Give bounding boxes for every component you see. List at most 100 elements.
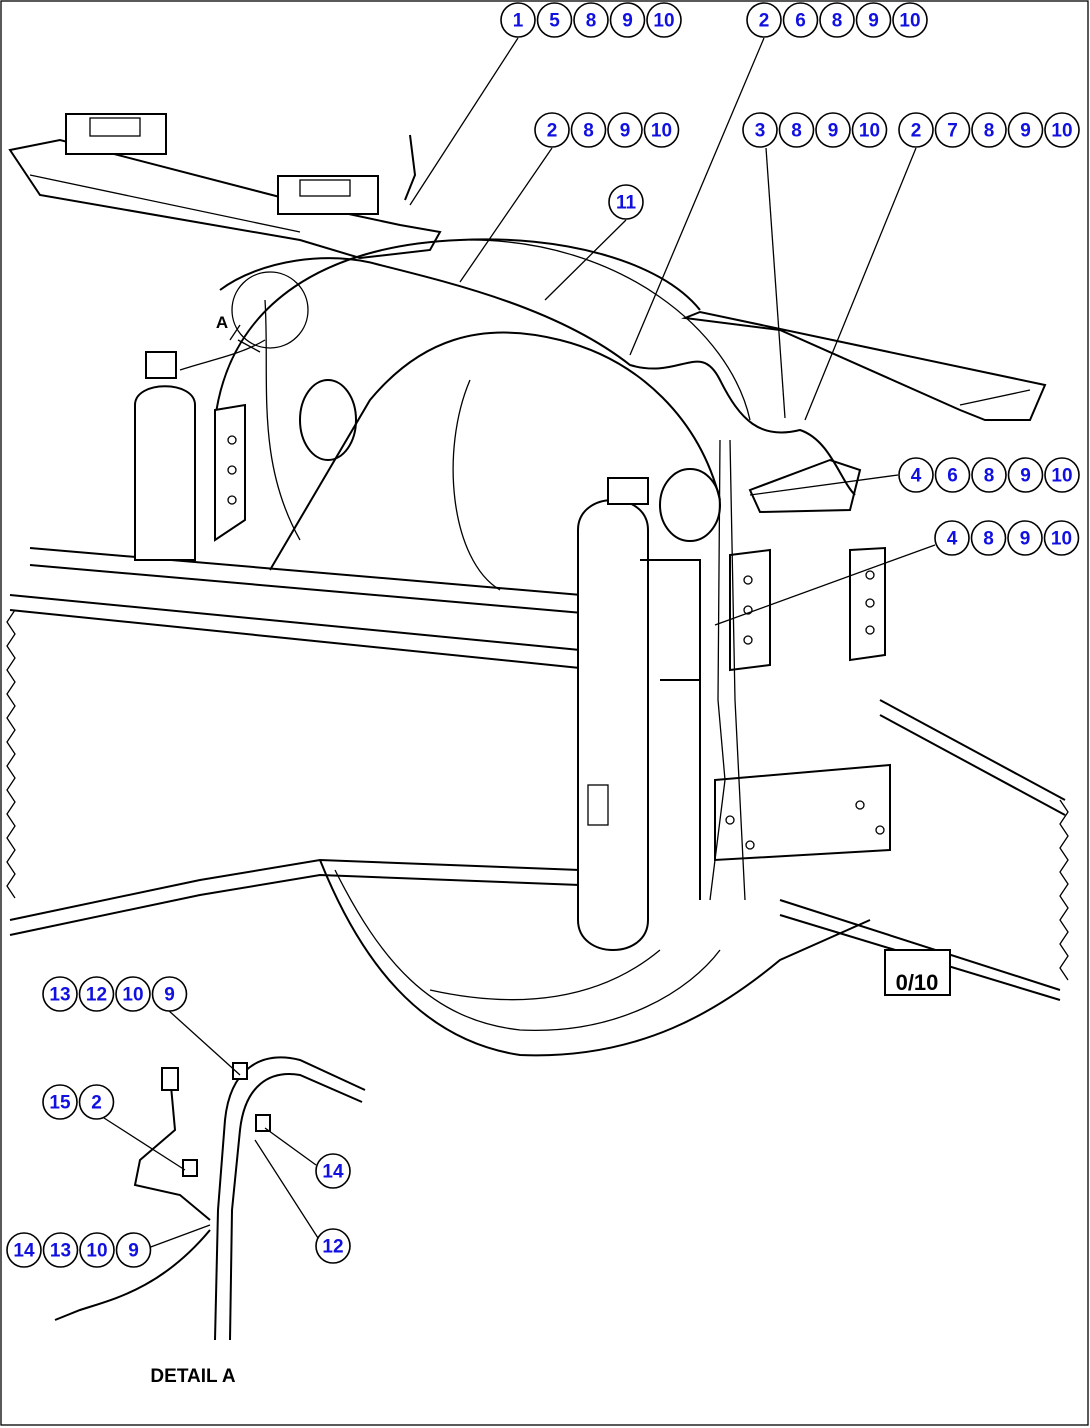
callout-circle (79, 1232, 115, 1268)
callout-circle (78, 1084, 115, 1120)
callout-circle (315, 1228, 351, 1264)
callout-group-g4: 11 (608, 184, 644, 220)
callout-circle (746, 2, 782, 38)
callout-number: 2 (759, 11, 770, 32)
callout-number: 9 (622, 11, 633, 32)
fender-arch (214, 238, 751, 591)
air-tanks (134, 351, 649, 951)
callout-number: 4 (947, 529, 958, 550)
callout-number: 8 (984, 121, 995, 142)
callout-number: 6 (947, 466, 958, 487)
callout-number: 9 (868, 11, 879, 32)
leader-lines (103, 37, 936, 1249)
callout-circle (573, 2, 609, 38)
callout-circle (1007, 457, 1044, 493)
callout-circle (570, 112, 607, 148)
callout-number: 15 (49, 1093, 71, 1114)
callout-circle (1044, 112, 1080, 148)
callout-number: 7 (947, 121, 958, 142)
callout-number: 10 (653, 11, 674, 32)
callout-circle (819, 2, 855, 38)
callout-number: 8 (791, 121, 802, 142)
callout-number: 2 (911, 121, 922, 142)
callout-number: 2 (91, 1093, 102, 1114)
callout-number: 11 (616, 193, 637, 214)
callout-number: 9 (1020, 466, 1031, 487)
callout-circle (500, 2, 536, 38)
callout-number: 6 (795, 11, 806, 32)
callout-circle (536, 2, 573, 38)
callout-circle (315, 1153, 351, 1189)
mounting-brackets (214, 403, 951, 996)
frame-rail (6, 547, 1069, 1001)
callout-circle (607, 112, 643, 148)
callout-circle (851, 112, 888, 148)
callout-number: 12 (86, 985, 107, 1006)
callout-number: 10 (122, 985, 143, 1006)
callout-number: 8 (984, 466, 995, 487)
callout-number: 2 (547, 121, 558, 142)
callout-number: 14 (13, 1241, 35, 1262)
callout-circle (42, 1232, 79, 1268)
callout-number: 9 (1020, 121, 1031, 142)
callout-number: 9 (128, 1241, 139, 1262)
callout-circle (151, 976, 188, 1012)
callout-circle (970, 520, 1007, 556)
callout-number: 10 (86, 1241, 107, 1262)
callout-number: 9 (164, 985, 175, 1006)
callout-circle (934, 112, 971, 148)
callout-number: 14 (322, 1162, 344, 1183)
callout-number: 10 (899, 11, 920, 32)
callout-circle (892, 2, 928, 38)
callout-number: 4 (911, 466, 922, 487)
callout-number: 10 (859, 121, 880, 142)
callout-number: 8 (832, 11, 843, 32)
callout-circle (6, 1232, 42, 1268)
callout-circle (782, 2, 819, 38)
callout-circle (1007, 520, 1043, 556)
callout-number: 13 (50, 1241, 71, 1262)
callout-circle (534, 112, 570, 148)
callout-group-g12: 12 (315, 1228, 351, 1264)
wiring-harness (179, 257, 856, 901)
callout-number: 8 (583, 121, 594, 142)
callout-circle (934, 520, 970, 556)
callout-circle (1007, 112, 1044, 148)
callout-circle (1043, 520, 1080, 556)
callout-circle (609, 2, 646, 38)
callout-circle (898, 457, 934, 493)
callout-circle (115, 976, 151, 1012)
callout-number: 8 (983, 529, 994, 550)
part-tag: 0/10 (896, 970, 939, 995)
callout-circle (643, 112, 680, 148)
callout-circle (1044, 457, 1080, 493)
callout-group-g13: 14 13 10 9 (6, 1232, 152, 1268)
upper-frame-beam (8, 113, 442, 260)
callout-circle (42, 976, 78, 1012)
callout-circle (934, 457, 971, 493)
callout-group-g2: 2 6 8 9 10 (746, 2, 928, 38)
callout-circle (78, 976, 115, 1012)
detail-a-title: DETAIL A (150, 1366, 235, 1387)
detail-a-marker: A (216, 313, 228, 332)
callout-number: 12 (322, 1237, 343, 1258)
callout-number: 10 (1051, 466, 1072, 487)
callout-number: 8 (586, 11, 597, 32)
callout-number: 9 (1020, 529, 1031, 550)
callout-group-g7: 4 6 8 9 10 (898, 457, 1080, 493)
callout-circle (855, 2, 892, 38)
callout-group-g10: 15 2 (42, 1084, 115, 1120)
callout-circle (971, 112, 1007, 148)
callout-circle (971, 457, 1007, 493)
callout-number: 13 (49, 985, 70, 1006)
callout-number: 9 (828, 121, 839, 142)
